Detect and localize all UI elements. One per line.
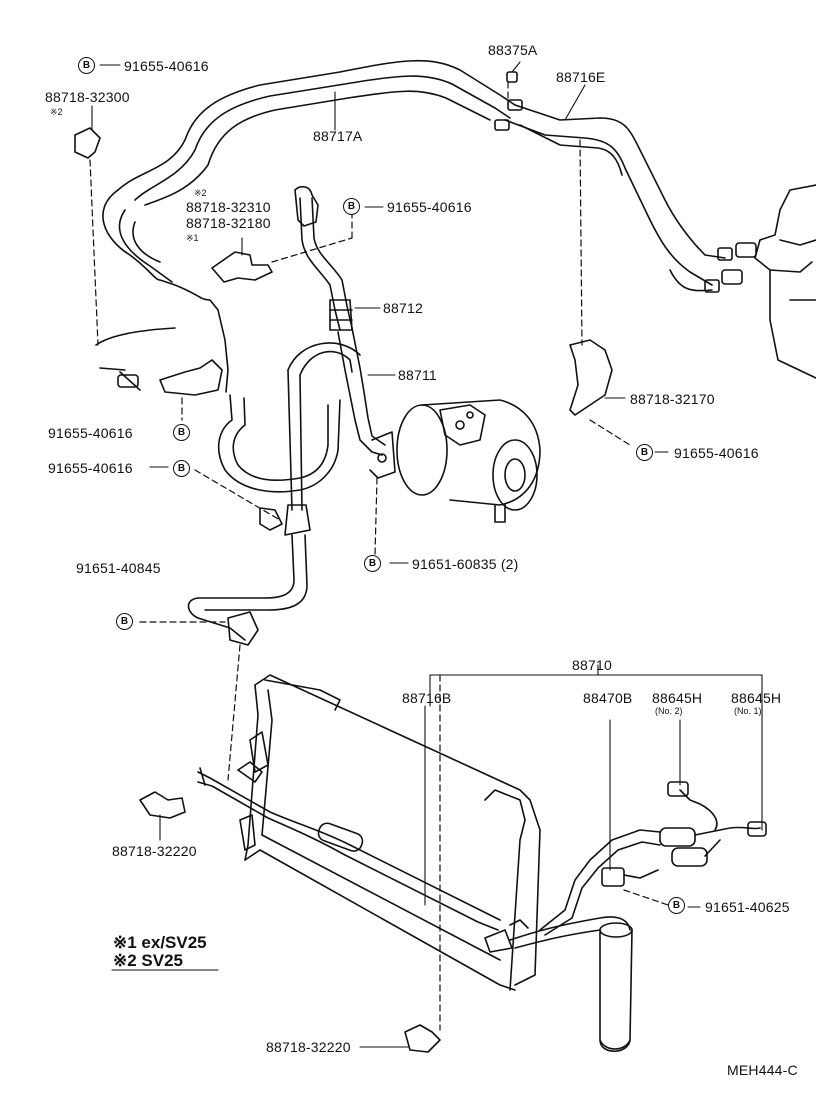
bolt-badge: B [173, 424, 190, 441]
brackets-88718-32220 [139, 339, 613, 1053]
label-part-88375A: 88375A [488, 42, 538, 58]
label-part-88711: 88711 [398, 367, 437, 383]
label-bolt-91655-40616: 91655-40616 [48, 460, 133, 476]
label-part-88718-32220: 88718-32220 [112, 843, 197, 859]
bolt-badge: B [636, 444, 653, 461]
brackets-left [74, 127, 311, 536]
label-part-88716B: 88716B [402, 690, 452, 706]
solid-leaders [91, 61, 763, 1048]
label-part-88712: 88712 [383, 300, 423, 316]
bolt-badge: B [116, 613, 133, 630]
receiver-dryer [484, 916, 633, 1053]
tube-lower-left [187, 534, 308, 646]
diagram-code: MEH444-C [727, 1062, 798, 1078]
label-part-88470B: 88470B [583, 690, 633, 706]
compressor [369, 399, 541, 523]
legend-line-1: ※1 ex/SV25 [113, 933, 207, 952]
mark-sv25: ※2 [50, 107, 63, 117]
bolt-badge: B [173, 460, 190, 477]
label-part-88716E: 88716E [556, 69, 606, 85]
tube-88717A [102, 59, 516, 393]
label-part-88718-32220: 88718-32220 [266, 1039, 351, 1055]
label-part-88645H-no2: 88645H [652, 690, 703, 706]
legend-line-2: ※2 SV25 [113, 951, 184, 970]
tube-88716E [504, 104, 726, 292]
label-no2: (No. 2) [655, 706, 683, 716]
label-bolt-91651-60835: 91651-60835 (2) [412, 556, 519, 572]
label-bolt-91651-40845: 91651-40845 [76, 560, 161, 576]
dashed-leaders [89, 79, 669, 1031]
pressure-switches [539, 781, 767, 936]
fitting-88375A [494, 71, 757, 293]
bolt-badge: B [78, 57, 95, 74]
label-bolt-91655-40616: 91655-40616 [674, 445, 759, 461]
label-bolt-91655-40616: 91655-40616 [124, 58, 209, 74]
label-bolt-91655-40616: 91655-40616 [48, 425, 133, 441]
label-part-88645H-no1: 88645H [731, 690, 782, 706]
label-part-88718-32300: 88718-32300 [45, 89, 130, 105]
condenser [239, 674, 541, 991]
mark-ex-sv25: ※1 [186, 233, 199, 243]
label-part-88710: 88710 [572, 657, 612, 673]
mark-sv25: ※2 [194, 188, 207, 198]
label-bolt-91651-40625: 91651-40625 [705, 899, 790, 915]
label-no1: (No. 1) [734, 706, 762, 716]
bolt-badge: B [668, 897, 685, 914]
hose-88711 [217, 197, 386, 511]
bolt-badge: B [364, 555, 381, 572]
label-part-88717A: 88717A [313, 128, 363, 144]
label-part-88718-32310: 88718-32310 [186, 199, 271, 215]
tube-88716B [197, 761, 501, 931]
label-part-88718-32170: 88718-32170 [630, 391, 715, 407]
engine-block [754, 184, 816, 379]
label-bolt-91655-40616: 91655-40616 [387, 199, 472, 215]
label-part-88718-32180: 88718-32180 [186, 215, 271, 231]
bolt-badge: B [343, 198, 360, 215]
